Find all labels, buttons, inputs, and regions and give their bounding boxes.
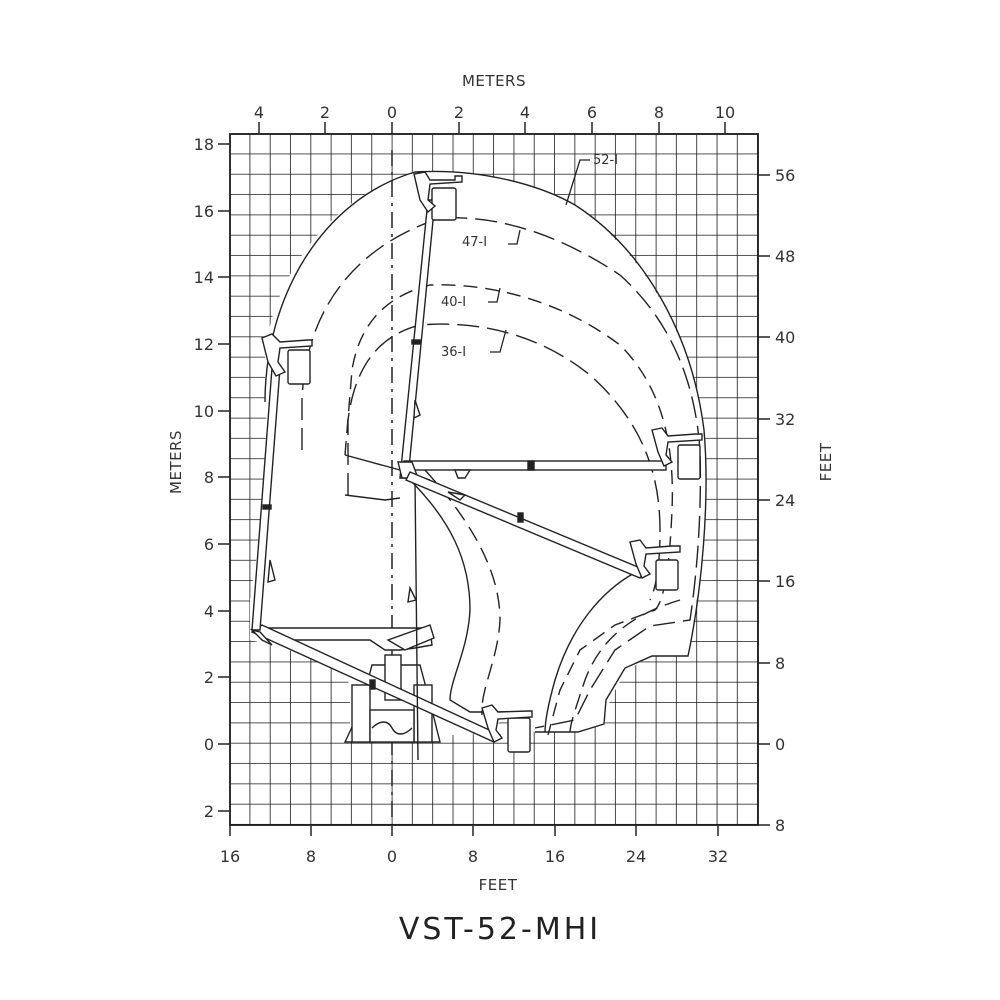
svg-text:4: 4: [254, 103, 264, 122]
svg-text:48: 48: [775, 247, 795, 266]
bucket-right-mid: [629, 539, 681, 591]
svg-text:2: 2: [454, 103, 464, 122]
svg-text:0: 0: [204, 735, 214, 754]
svg-text:24: 24: [775, 491, 795, 510]
label-36-i: 36-I: [441, 345, 466, 360]
envelope-mask: [250, 171, 707, 740]
svg-text:12: 12: [194, 335, 214, 354]
boom-position-diagonal: [405, 471, 647, 579]
svg-text:16: 16: [220, 847, 240, 866]
envelope-52-i: [264, 170, 707, 733]
svg-text:8: 8: [204, 468, 214, 487]
buckets: [261, 171, 703, 753]
left-axis-labels: 18 16 14 12 10 8 6 4 2 0 2: [194, 135, 214, 821]
envelope-36-i: [347, 323, 661, 601]
boom-position-horizontal: [403, 460, 667, 471]
envelope-47-i: [301, 217, 702, 729]
left-axis-title: METERS: [167, 430, 185, 494]
svg-text:8: 8: [306, 847, 316, 866]
svg-text:10: 10: [715, 103, 735, 122]
svg-text:18: 18: [194, 135, 214, 154]
svg-text:8: 8: [775, 816, 785, 835]
svg-text:56: 56: [775, 166, 795, 185]
svg-text:32: 32: [775, 410, 795, 429]
right-axis-labels: 56 48 40 32 24 16 8 0 8: [775, 166, 795, 835]
svg-text:6: 6: [204, 535, 214, 554]
svg-text:6: 6: [587, 103, 597, 122]
svg-text:32: 32: [708, 847, 728, 866]
bucket-top: [413, 171, 463, 221]
svg-text:2: 2: [204, 802, 214, 821]
bucket-lower: [481, 704, 533, 753]
svg-text:0: 0: [775, 735, 785, 754]
curve-labels: 52-I 47-I 40-I 36-I: [441, 153, 618, 360]
svg-text:8: 8: [775, 654, 785, 673]
label-40-i: 40-I: [441, 295, 466, 310]
svg-text:2: 2: [204, 668, 214, 687]
svg-text:40: 40: [775, 328, 795, 347]
svg-text:16: 16: [545, 847, 565, 866]
svg-text:2: 2: [320, 103, 330, 122]
top-axis-title: METERS: [462, 72, 526, 90]
axis-ticks: [218, 122, 770, 836]
svg-text:8: 8: [654, 103, 664, 122]
svg-text:24: 24: [626, 847, 646, 866]
svg-text:0: 0: [387, 847, 397, 866]
bottom-axis-labels: 16 8 0 8 16 24 32 FEET: [220, 847, 728, 894]
svg-text:4: 4: [520, 103, 530, 122]
svg-text:16: 16: [775, 572, 795, 591]
diagram-title: VST-52-MHI: [398, 912, 602, 947]
svg-text:4: 4: [204, 602, 214, 621]
svg-text:16: 16: [194, 202, 214, 221]
bucket-upper-left: [261, 333, 313, 385]
bucket-right-high: [651, 427, 703, 480]
booms: [249, 199, 667, 761]
svg-text:8: 8: [468, 847, 478, 866]
bottom-axis-title: FEET: [479, 876, 518, 894]
svg-text:0: 0: [387, 103, 397, 122]
right-axis-title: FEET: [817, 442, 835, 481]
top-axis-labels: 4 2 0 2 4 6 8 10 METERS: [254, 72, 735, 122]
label-47-i: 47-I: [462, 235, 487, 250]
label-52-i: 52-I: [593, 153, 618, 168]
svg-text:10: 10: [194, 402, 214, 421]
svg-text:14: 14: [194, 268, 214, 287]
